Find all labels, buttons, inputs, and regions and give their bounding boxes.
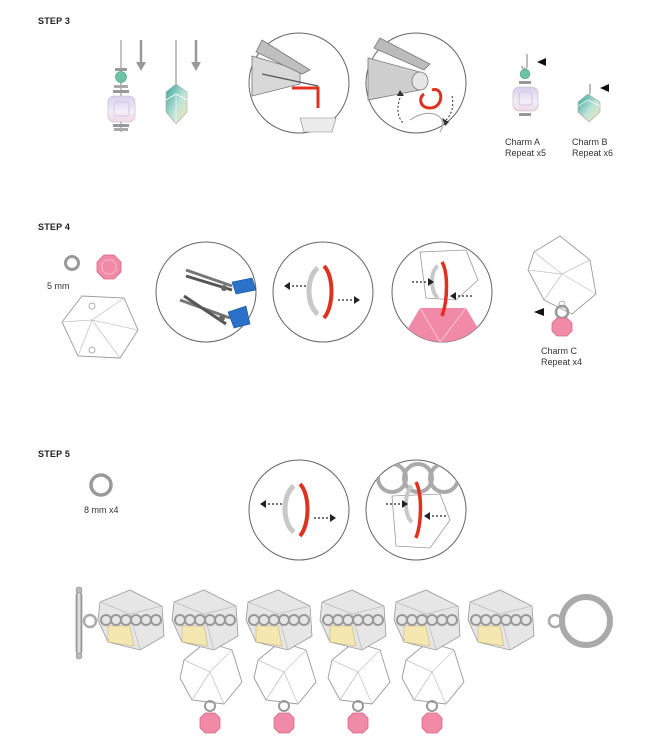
step4-open-ring-circle [272,241,374,343]
bracelet-crystal-unit [467,589,535,651]
step3-bend-wire-circle [248,32,350,134]
bracelet-crystal-unit [171,589,239,651]
step4-pink-octagon-crystal [96,254,122,280]
step3-form-loop-circle [365,32,467,134]
step4-ring-size: 5 mm [47,281,70,291]
bracelet-crystal-unit [319,589,387,651]
charm-a-label: Charm A Repeat x5 [505,137,546,159]
charm-a-name: Charm A [505,137,541,147]
step3-charm-b-assembly [165,40,201,125]
step5-connect-chain-circle [365,459,467,561]
charm-c-illustration [527,235,597,337]
step3-title: STEP 3 [38,16,71,26]
bracelet-crystal-unit [245,589,313,651]
bracelet-crystal-unit [393,589,461,651]
bracelet-assembly [75,586,613,734]
charm-b-name: Charm B [572,137,608,147]
step5-ring-size: 8 mm x4 [84,505,119,515]
charm-b-label: Charm B Repeat x6 [572,137,613,159]
step5-title: STEP 5 [38,449,71,459]
toggle-ring [559,594,613,648]
charm-c-repeat: Repeat x4 [541,357,583,367]
charm-b-illustration [577,84,609,123]
step4-title: STEP 4 [38,222,71,232]
step4-cosmic-pendant [61,295,139,359]
step4-attach-crystal-circle [391,241,493,343]
bracelet-crystal-unit [97,589,165,651]
charm-a-illustration [512,54,546,116]
step5-jump-ring-8mm [89,473,113,497]
step4-jump-ring-5mm [64,255,80,271]
step4-pliers-circle [155,241,257,343]
bracelet-dangling-charm [179,623,243,734]
step3-charm-a-assembly [107,40,146,132]
step5-open-ring-circle [248,459,350,561]
charm-c-label: Charm C Repeat x4 [541,346,582,368]
charm-a-repeat: Repeat x5 [505,148,547,158]
charm-c-name: Charm C [541,346,578,356]
charm-b-repeat: Repeat x6 [572,148,614,158]
toggle-bar [75,591,83,655]
